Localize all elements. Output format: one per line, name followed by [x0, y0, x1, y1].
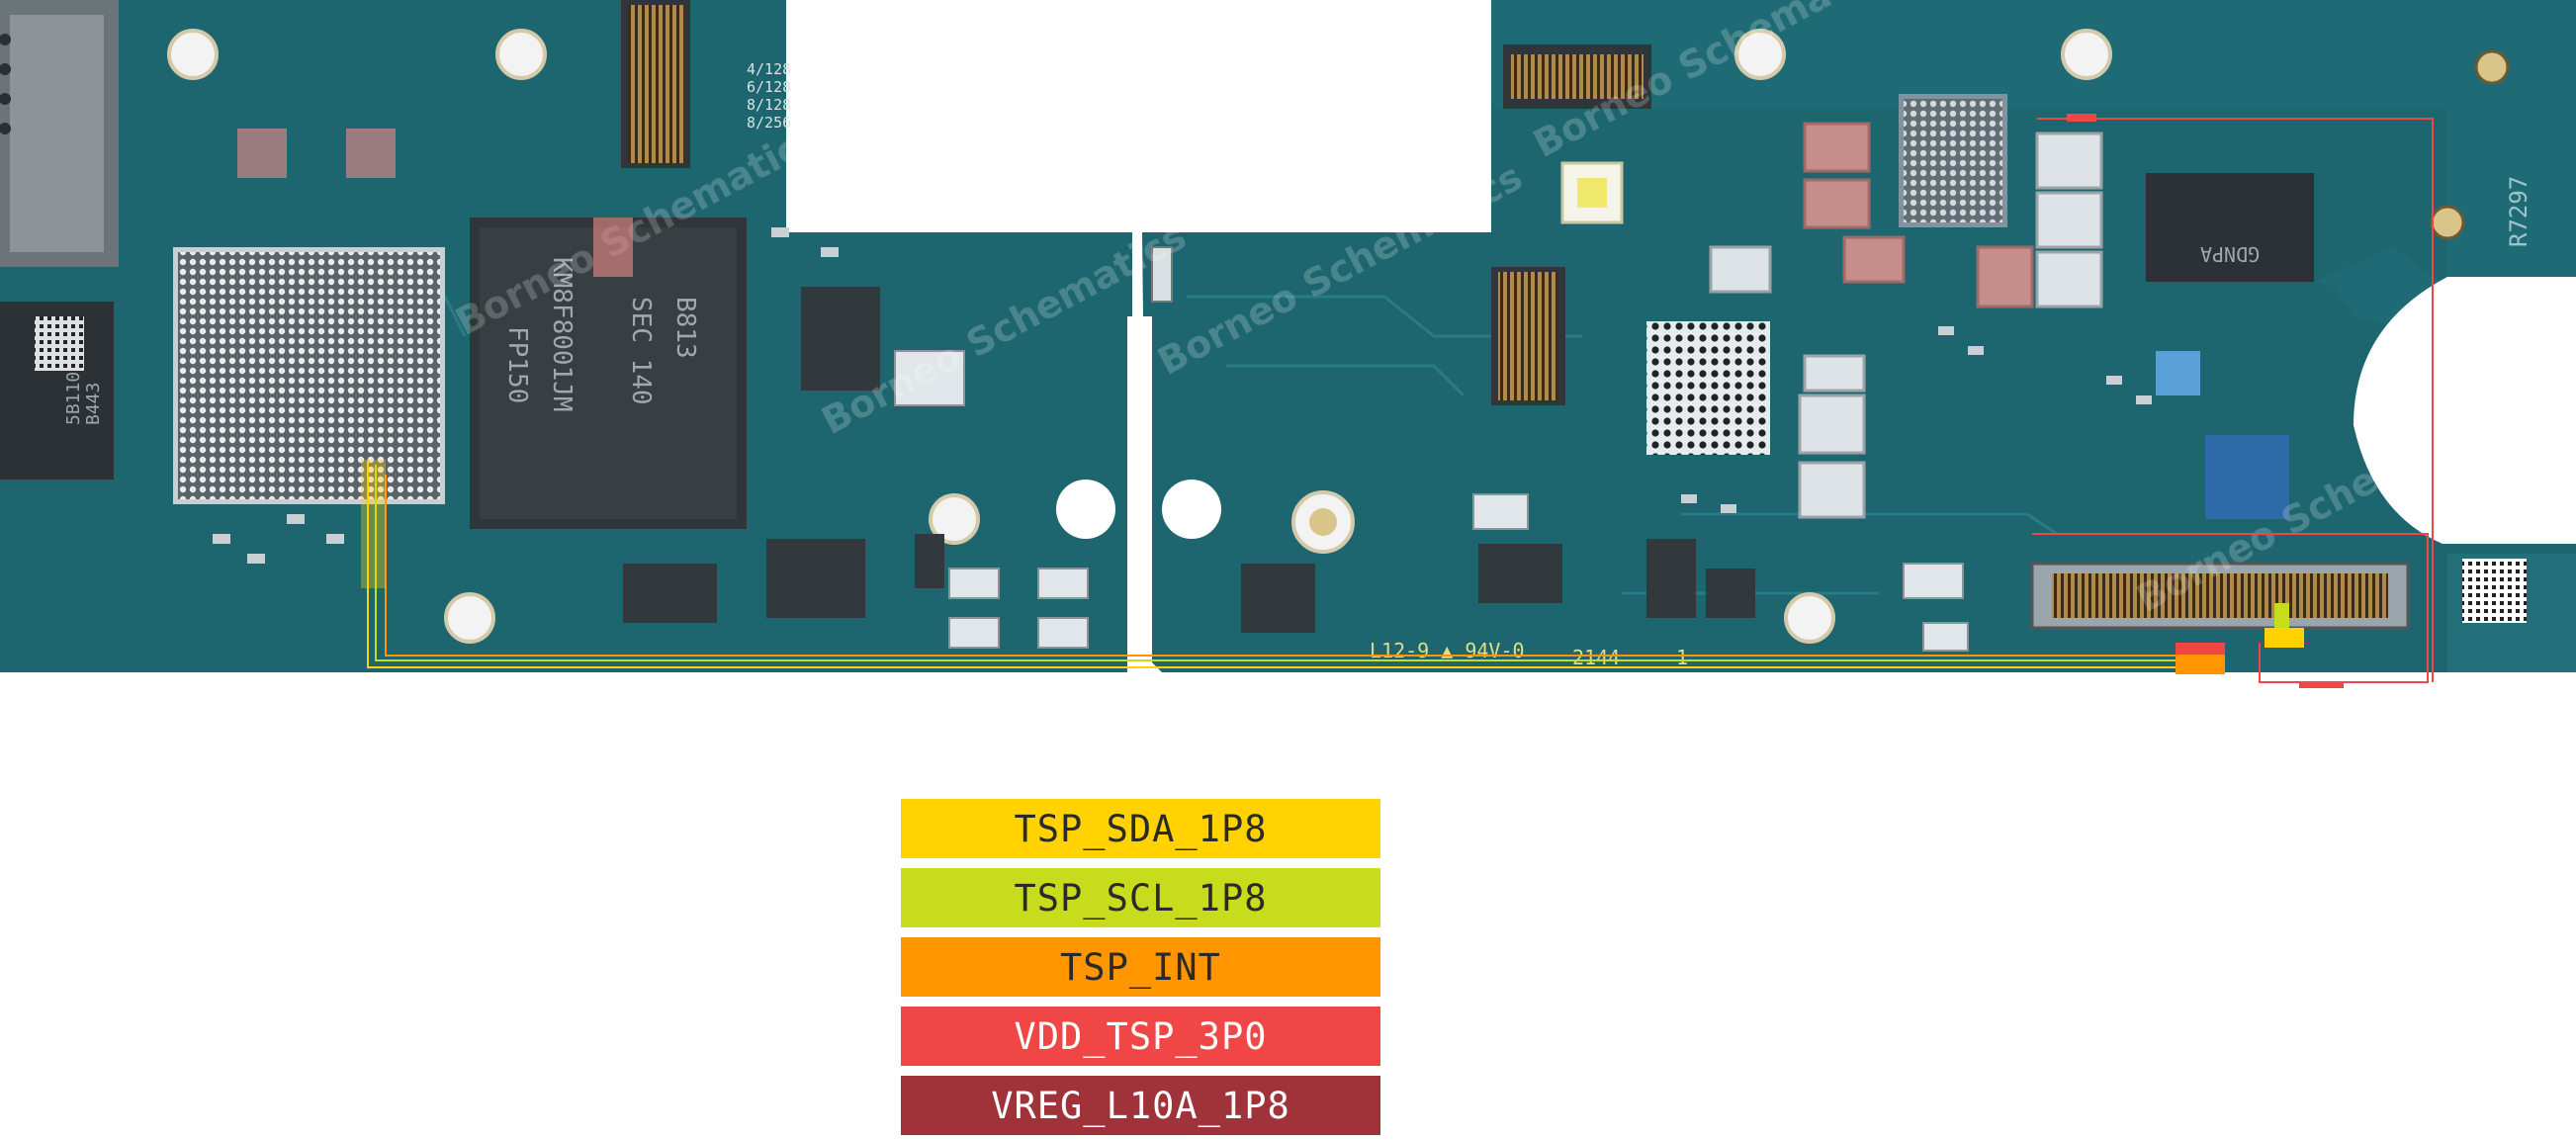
- svg-text:B813: B813: [670, 297, 700, 359]
- svg-text:5B110: 5B110: [63, 372, 84, 425]
- svg-text:2144: 2144: [1572, 646, 1620, 669]
- legend-item-tsp-scl: TSP_SCL_1P8: [901, 868, 1380, 927]
- svg-text:6/128: 6/128: [747, 78, 791, 96]
- legend-item-tsp-int: TSP_INT: [901, 937, 1380, 997]
- legend-item-vdd-tsp: VDD_TSP_3P0: [901, 1007, 1380, 1066]
- svg-text:B443: B443: [83, 383, 104, 425]
- svg-text:R7297: R7297: [2505, 176, 2532, 247]
- pcb-board: KM8F8001JM SEC 140 B813 FP150 5B110 B443…: [0, 0, 2576, 688]
- svg-text:KM8F8001JM: KM8F8001JM: [547, 257, 577, 412]
- legend-item-vreg-l10a: VREG_L10A_1P8: [901, 1076, 1380, 1135]
- legend-item-tsp-sda: TSP_SDA_1P8: [901, 799, 1380, 858]
- svg-text:SEC 140: SEC 140: [626, 297, 656, 405]
- svg-text:L12-9 ▲ 94V-0: L12-9 ▲ 94V-0: [1370, 639, 1525, 662]
- svg-text:FP150: FP150: [502, 326, 532, 403]
- svg-text:1: 1: [1676, 646, 1688, 669]
- svg-text:8/256: 8/256: [747, 114, 791, 132]
- svg-text:GDNPA: GDNPA: [2200, 242, 2260, 266]
- svg-text:4/128: 4/128: [747, 60, 791, 78]
- svg-text:8/128: 8/128: [747, 96, 791, 114]
